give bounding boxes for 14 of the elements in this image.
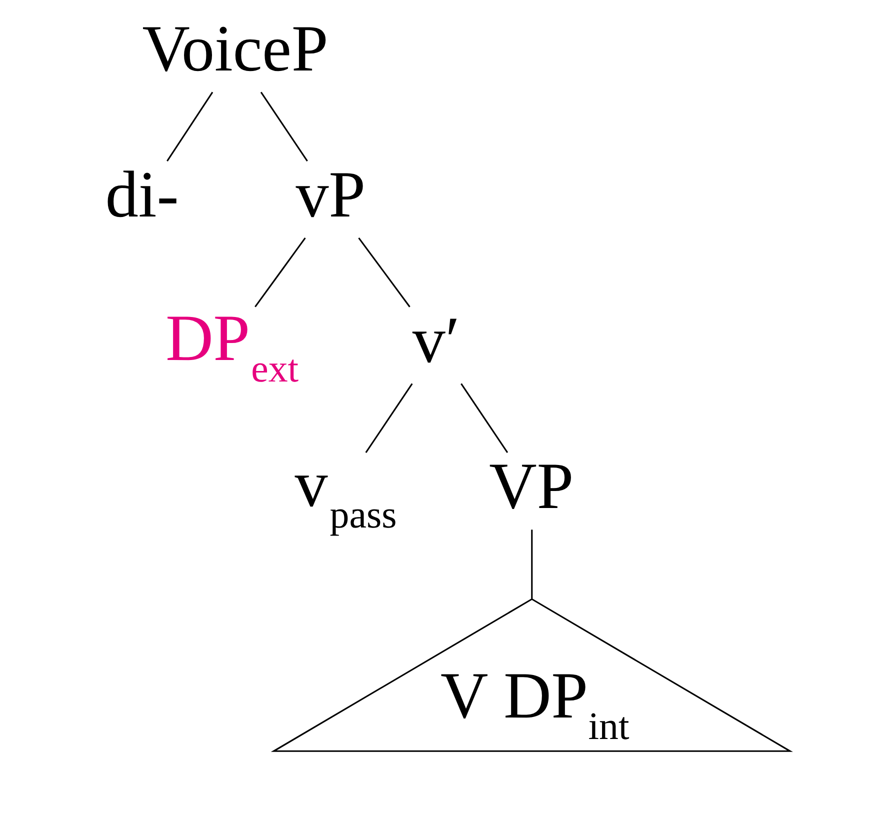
- node-text: VP: [489, 450, 574, 523]
- node-text: v$_{pass}$: [294, 448, 397, 536]
- connector: [365, 383, 413, 454]
- connector: [531, 530, 533, 599]
- node-text: VoiceP: [142, 12, 328, 86]
- node-text: v′: [412, 304, 460, 378]
- node-text: di-: [105, 158, 179, 232]
- connector: [358, 237, 410, 308]
- node-text: vP: [296, 158, 366, 232]
- connector: [260, 92, 308, 162]
- connector: [254, 237, 306, 308]
- connector: [166, 92, 214, 162]
- node-text: DP$_{ext}$: [166, 302, 299, 391]
- connector: [460, 383, 508, 454]
